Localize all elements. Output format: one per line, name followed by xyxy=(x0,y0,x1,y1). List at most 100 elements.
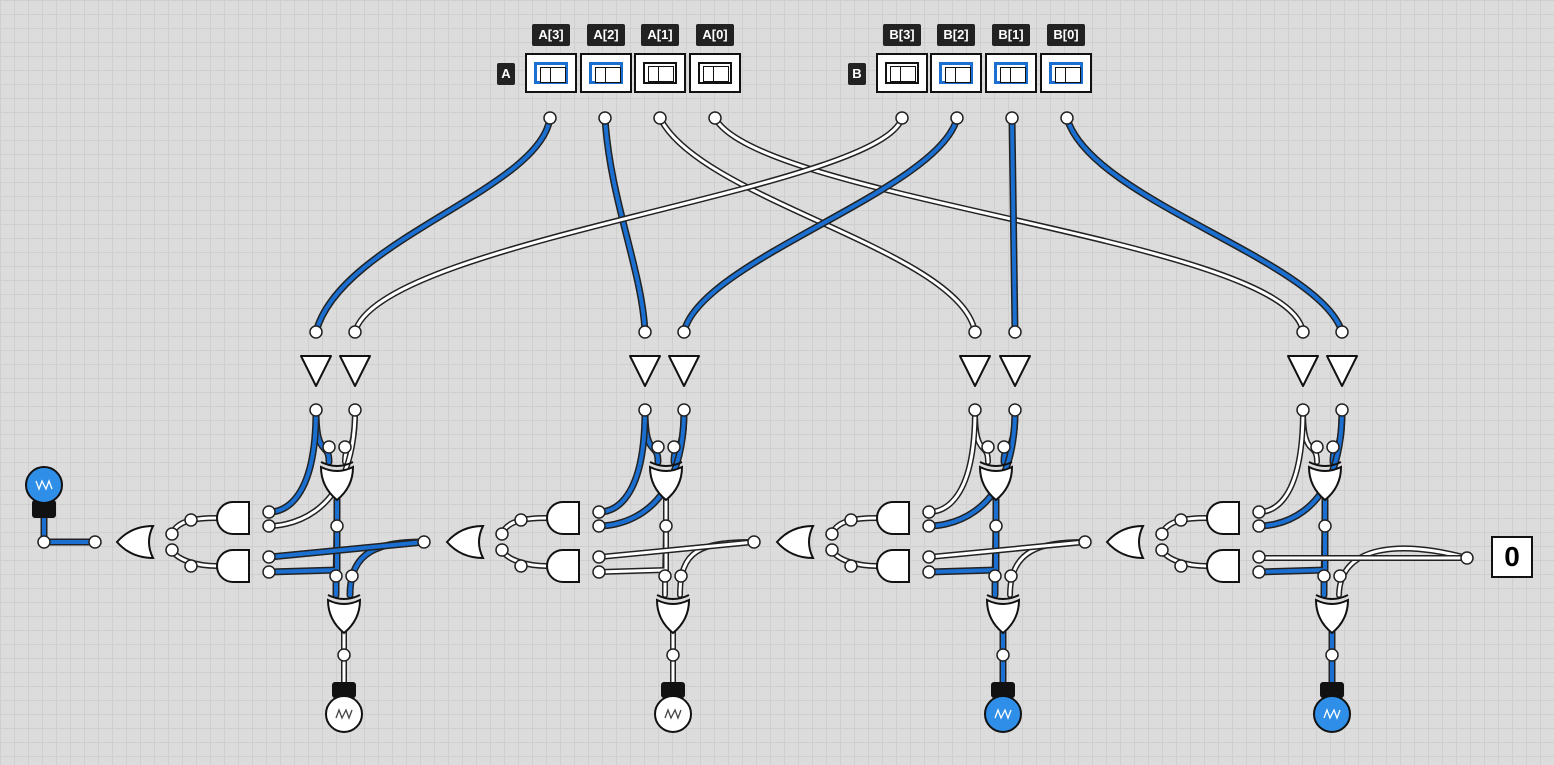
stage-1-xor1-in-a xyxy=(651,440,665,454)
label-b3: B[3] xyxy=(883,24,921,46)
stage-1-and2-out xyxy=(514,559,528,573)
stage-3-and1-out xyxy=(1174,513,1188,527)
wire-a0 xyxy=(712,115,1306,335)
stage-2-xor2-in-a xyxy=(988,569,1002,583)
stage-0-xor2-in-b xyxy=(345,569,359,583)
label-a: A xyxy=(497,63,515,85)
stage-2-wire-a-and xyxy=(926,407,978,515)
stage-3-buffer-b xyxy=(1326,355,1358,387)
stage-2-and1-in-a xyxy=(922,505,936,519)
switch-output-pin-3 xyxy=(708,111,722,125)
wire-c1-and xyxy=(927,539,1088,560)
stage-0-xor1-gate xyxy=(319,461,355,502)
stage-0-xor2-gate xyxy=(326,594,362,635)
switch-output-pin-1 xyxy=(598,111,612,125)
stage-0-and2-gate xyxy=(216,549,250,583)
switch-a1[interactable] xyxy=(634,53,686,93)
stage-3-buffer-a-in xyxy=(1296,325,1310,339)
stage-2-buffer-a xyxy=(959,355,991,387)
stage-2-xor1-out xyxy=(989,519,1003,533)
switch-a2[interactable] xyxy=(580,53,632,93)
stage-0-and1-gate xyxy=(216,501,250,535)
stage-2-and1-out xyxy=(844,513,858,527)
switch-a0[interactable] xyxy=(689,53,741,93)
switch-a3[interactable] xyxy=(525,53,577,93)
stage-2-xor1-gate xyxy=(978,461,1014,502)
stage-3-xor1-out xyxy=(1318,519,1332,533)
stage-3-xor1-gate xyxy=(1307,461,1343,502)
stage-2-xor2-in-b xyxy=(1004,569,1018,583)
stage-1-xor1-out xyxy=(659,519,673,533)
carry-node-1 xyxy=(1078,535,1092,549)
stage-0-or-in-a xyxy=(165,527,179,541)
switch-b2[interactable] xyxy=(930,53,982,93)
stage-3-xor1-in-a xyxy=(1310,440,1324,454)
stage-1-buffer-b xyxy=(668,355,700,387)
stage-1-or-gate xyxy=(445,524,485,560)
stage-2-and2-in-a xyxy=(922,550,936,564)
stage-1-xor2-in-a xyxy=(658,569,672,583)
carry-out-bulb xyxy=(25,466,63,518)
stage-2-or-in-a xyxy=(825,527,839,541)
stage-0-and1-in-b xyxy=(262,519,276,533)
stage-1-or-in-a xyxy=(495,527,509,541)
stage-0-or-in-b xyxy=(165,543,179,557)
stage-0-xor1-in-b xyxy=(338,440,352,454)
stage-0-buffer-b xyxy=(339,355,371,387)
stage-3-xor2-gate xyxy=(1314,594,1350,635)
label-b0: B[0] xyxy=(1047,24,1085,46)
stage-2-xor2-out xyxy=(996,648,1010,662)
carry-in-pin xyxy=(1460,551,1474,565)
carry-out-node xyxy=(88,535,102,549)
stage-0-wire-a-and xyxy=(265,406,320,516)
label-a0: A[0] xyxy=(696,24,734,46)
stage-2-xor2-gate xyxy=(985,594,1021,635)
stage-2-or-gate xyxy=(775,524,815,560)
stage-3-and2-out xyxy=(1174,559,1188,573)
stage-0-and1-in-a xyxy=(262,505,276,519)
stage-0-xor2-in-a xyxy=(329,569,343,583)
stage-1-and1-out xyxy=(514,513,528,527)
carry-node-2 xyxy=(747,535,761,549)
wire-b3 xyxy=(352,115,905,335)
stage-1-and1-in-a xyxy=(592,505,606,519)
switch-output-pin-6 xyxy=(1005,111,1019,125)
stage-1-wire-a-and xyxy=(595,406,649,516)
label-b: B xyxy=(848,63,866,85)
switch-output-pin-7 xyxy=(1060,111,1074,125)
stage-1-buffer-a xyxy=(629,355,661,387)
stage-0-or-gate xyxy=(115,524,155,560)
stage-0-xor2-out xyxy=(337,648,351,662)
wire-a2 xyxy=(601,114,649,336)
stage-2-and2-out xyxy=(844,559,858,573)
stage-1-sum-bulb xyxy=(654,682,692,733)
stage-1-and2-gate xyxy=(546,549,580,583)
stage-3-and1-gate xyxy=(1206,501,1240,535)
wire-b2 xyxy=(680,114,961,336)
stage-1-xor1-in-b xyxy=(667,440,681,454)
stage-3-and2-gate xyxy=(1206,549,1240,583)
label-b2: B[2] xyxy=(937,24,975,46)
switch-output-pin-2 xyxy=(653,111,667,125)
stage-2-buffer-b-out xyxy=(1008,403,1022,417)
stage-2-and1-in-b xyxy=(922,519,936,533)
stage-3-sum-bulb xyxy=(1313,682,1351,733)
stage-0-and2-in-a xyxy=(262,550,276,564)
switch-b3[interactable] xyxy=(876,53,928,93)
switch-b1[interactable] xyxy=(985,53,1037,93)
label-b1: B[1] xyxy=(992,24,1030,46)
stage-3-and1-in-b xyxy=(1252,519,1266,533)
stage-2-xor1-in-a xyxy=(981,440,995,454)
wires-layer xyxy=(40,114,1470,694)
stage-1-buffer-a-in xyxy=(638,325,652,339)
stage-3-buffer-b-in xyxy=(1335,325,1349,339)
stage-2-sum-bulb xyxy=(984,682,1022,733)
carry-in-display[interactable]: 0 xyxy=(1491,536,1533,578)
stage-3-and1-in-a xyxy=(1252,505,1266,519)
wire-c3-and xyxy=(266,538,428,561)
stage-1-xor2-in-b xyxy=(674,569,688,583)
switch-b0[interactable] xyxy=(1040,53,1092,93)
stage-1-and1-gate xyxy=(546,501,580,535)
stage-1-buffer-b-out xyxy=(677,403,691,417)
